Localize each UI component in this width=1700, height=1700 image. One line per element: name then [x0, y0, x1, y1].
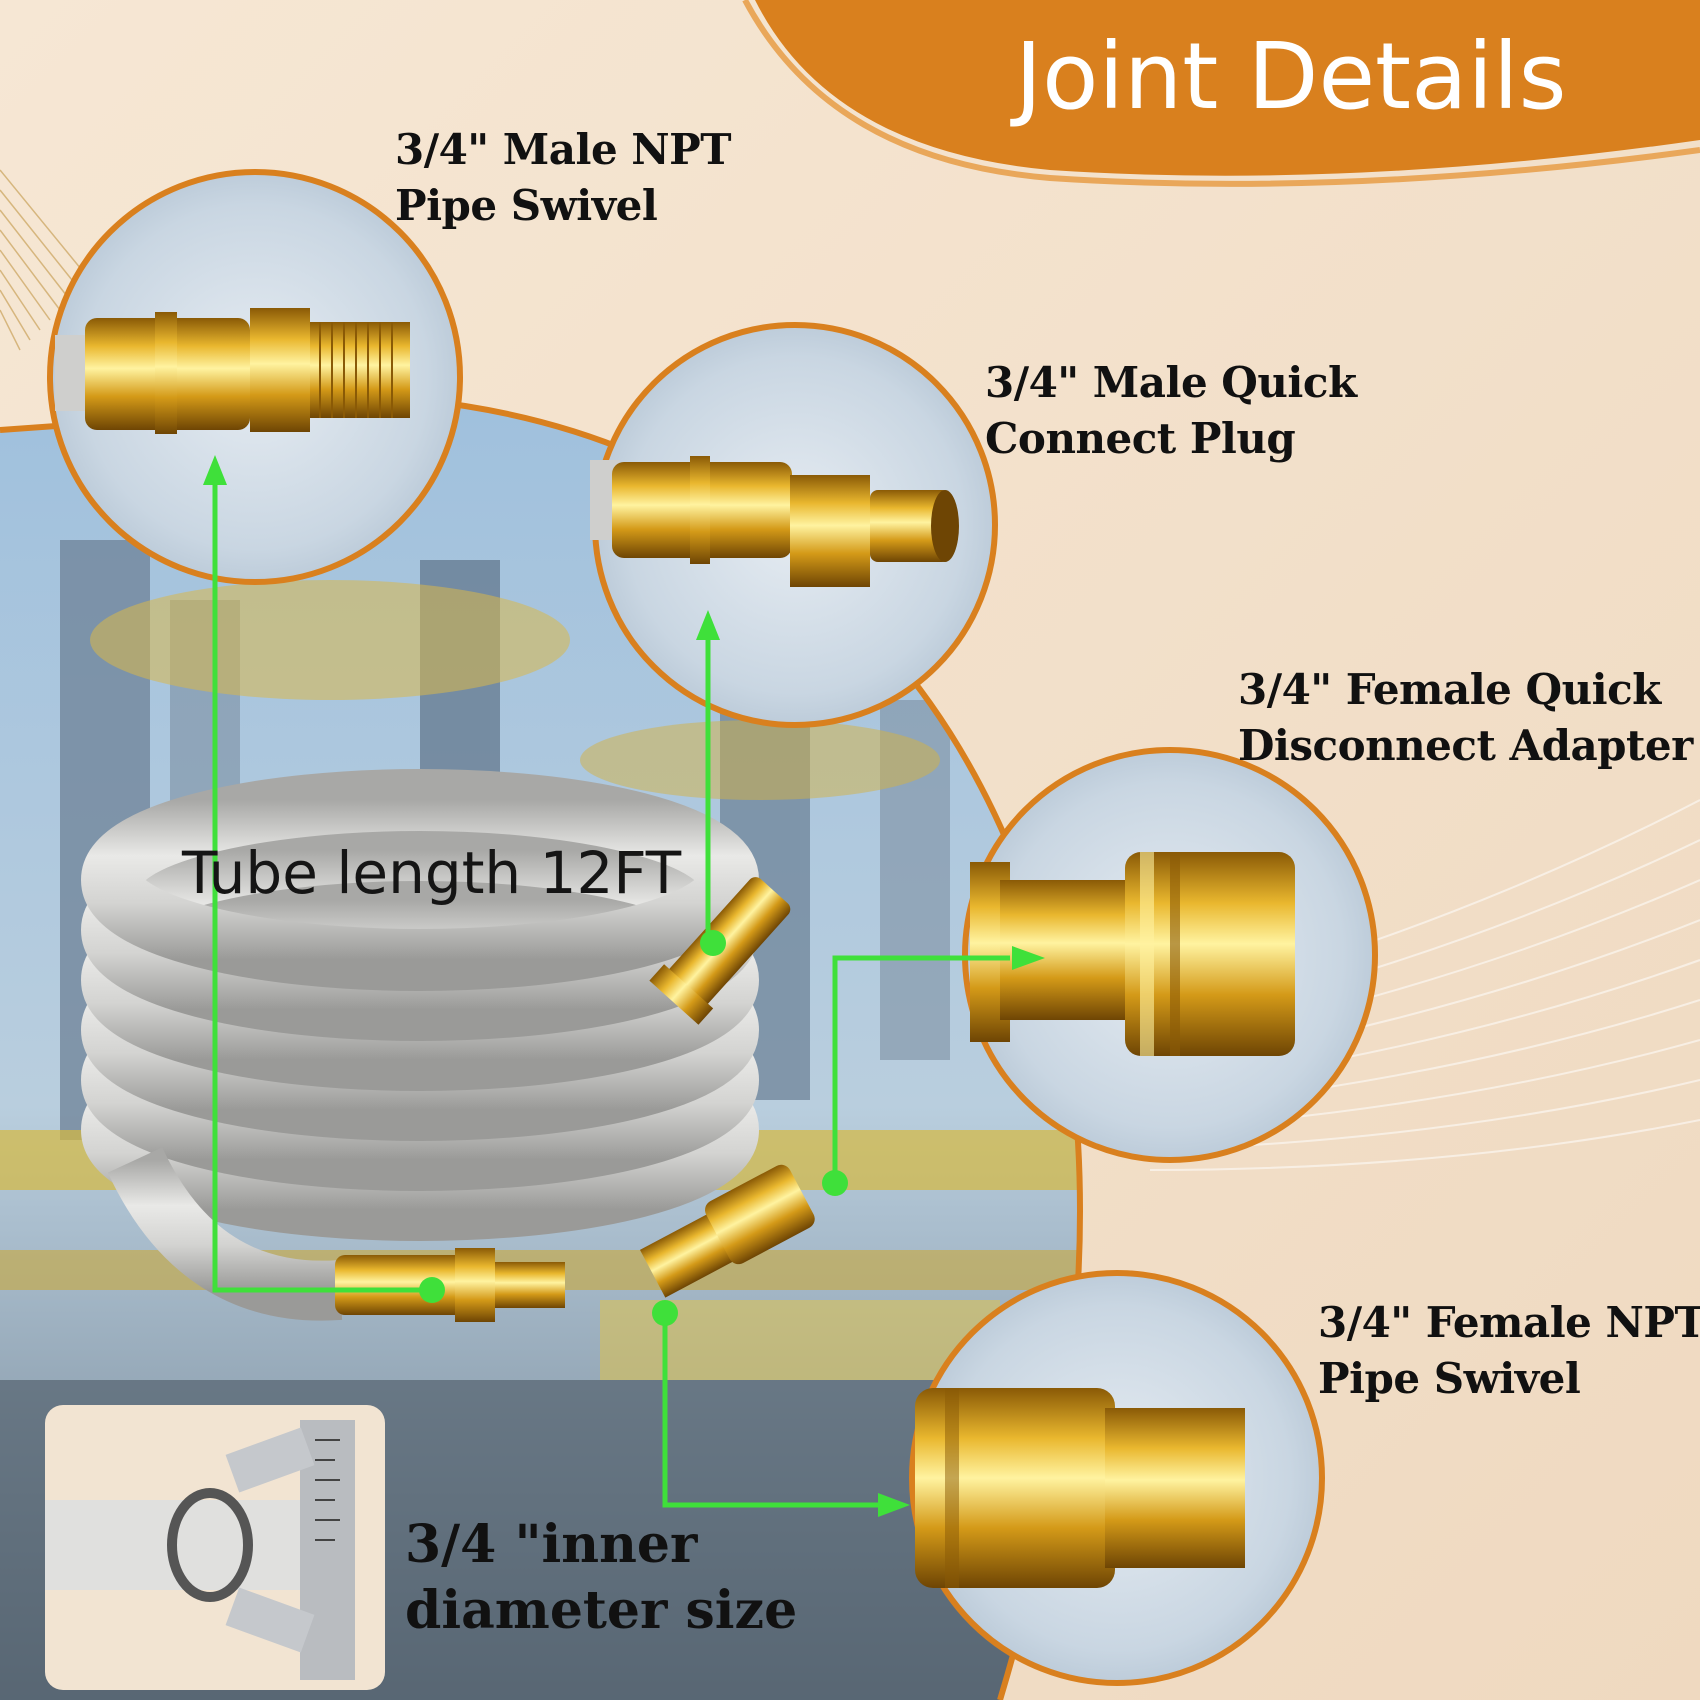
label-male-quick: 3/4" Male Quick Connect Plug: [985, 355, 1357, 467]
label-male-npt-line2: Pipe Swivel: [395, 181, 658, 230]
label-male-npt: 3/4" Male NPT Pipe Swivel: [395, 122, 732, 234]
callout-arrows: [212, 480, 1010, 1508]
header-banner: [755, 0, 1700, 176]
label-female-npt: 3/4" Female NPT Pipe Swivel: [1318, 1295, 1700, 1407]
detail-circle-male-npt: [47, 169, 463, 585]
marker-dot: [700, 930, 726, 956]
inner-diameter-line2: diameter size: [405, 1580, 798, 1641]
inner-diameter-line1: 3/4 "inner: [405, 1514, 698, 1575]
inner-diameter-label: 3/4 "inner diameter size: [405, 1512, 797, 1644]
label-male-quick-line2: Connect Plug: [985, 414, 1296, 463]
label-male-npt-line1: 3/4" Male NPT: [395, 125, 732, 174]
page-title: Joint Details: [1015, 23, 1567, 130]
detail-circle-female-quick: [962, 747, 1378, 1163]
marker-dot: [652, 1300, 678, 1326]
marker-dot: [419, 1277, 445, 1303]
label-female-quick-line1: 3/4" Female Quick: [1238, 665, 1661, 714]
tube-length-label: Tube length 12FT: [182, 839, 682, 907]
caliper-inset: [45, 1405, 385, 1690]
marker-dot: [822, 1170, 848, 1196]
detail-circle-female-npt: [909, 1270, 1325, 1686]
label-female-quick: 3/4" Female Quick Disconnect Adapter: [1238, 662, 1693, 774]
label-female-quick-line2: Disconnect Adapter: [1238, 721, 1693, 770]
detail-circle-male-quick: [590, 322, 998, 728]
label-male-quick-line1: 3/4" Male Quick: [985, 358, 1357, 407]
coiled-hose: [81, 769, 815, 1322]
label-female-npt-line1: 3/4" Female NPT: [1318, 1298, 1700, 1347]
label-female-npt-line2: Pipe Swivel: [1318, 1354, 1581, 1403]
